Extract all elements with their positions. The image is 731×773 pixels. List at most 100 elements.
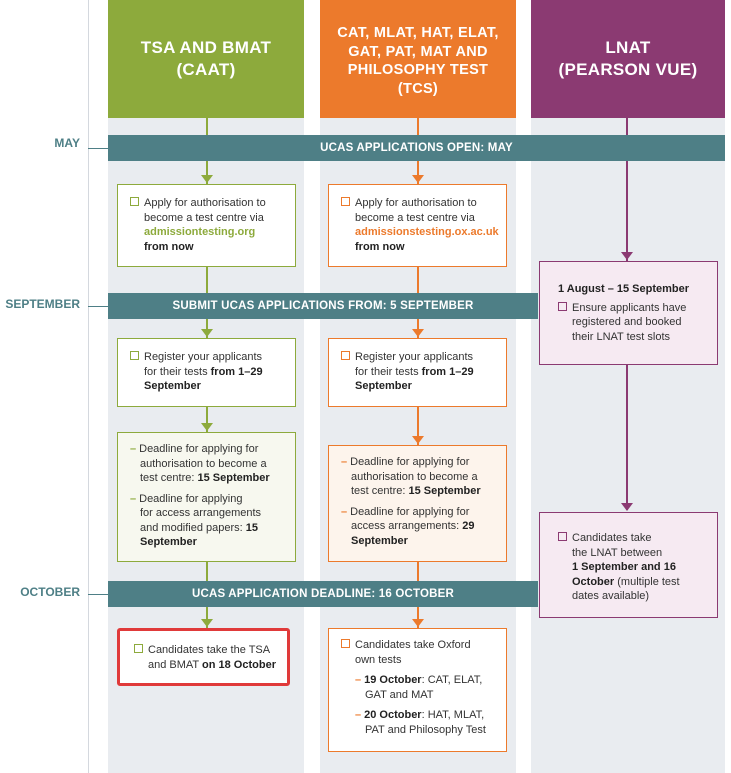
month-september-tick: [88, 306, 108, 307]
caat-box2-line2a: for their tests: [144, 365, 211, 378]
caat-box1-link[interactable]: admissiontesting.org: [144, 226, 256, 238]
caat-box4-line2b: on 18 October: [202, 658, 276, 671]
caat-box3-a3a: test centre:: [140, 472, 198, 484]
header-pearson-line2: (PEARSON VUE): [558, 60, 698, 79]
tcs-box3-a1: Deadline for applying for: [350, 456, 470, 468]
pearson-box1-line2: registered and booked: [572, 316, 682, 328]
timeline-rail: [88, 0, 89, 773]
arrow-tcs-2: [412, 329, 424, 337]
tcs-box3-a3a: test centre:: [351, 485, 409, 497]
arrow-tcs-3: [412, 436, 424, 444]
pearson-box2-line1: Candidates take: [572, 532, 652, 544]
tcs-box1-line1: Apply for authorisation to: [355, 197, 477, 209]
tcs-box4-b1: : HAT, MLAT,: [421, 709, 485, 721]
header-tcs-line3: PHILOSOPHY TEST: [347, 62, 489, 78]
tcs-box4-b1b: 20 October: [364, 709, 422, 721]
tcs-box3-b2: access arrangements:: [351, 520, 463, 532]
checkbox-icon: [130, 197, 139, 206]
checkbox-icon: [134, 644, 143, 653]
tcs-box3-b2b: 29: [462, 520, 475, 532]
header-tcs: CAT, MLAT, HAT, ELAT, GAT, PAT, MAT AND PH…: [320, 0, 516, 118]
caat-box-register: Register your applicants for their tests…: [117, 338, 296, 407]
pearson-box1-line1: Ensure applicants have: [572, 301, 687, 314]
caat-box-candidates: Candidates take the TSA and BMAT on 18 O…: [117, 628, 290, 686]
arrow-caat-4: [201, 619, 213, 627]
caat-box3-b3b: 15: [245, 521, 259, 534]
header-caat-line1: TSA AND BMAT: [140, 38, 272, 57]
checkbox-icon: [130, 351, 139, 360]
caat-box3-a1: Deadline for applying for: [139, 443, 259, 455]
pearson-box2-line3: 1 September and 16: [572, 561, 676, 573]
pearson-box2-line2: the LNAT between: [572, 546, 663, 559]
arrow-pearson-2: [621, 503, 633, 511]
caat-box3-b4: September: [140, 536, 197, 548]
month-may: MAY: [54, 136, 80, 150]
tcs-box2-line2a: for their tests: [355, 365, 422, 378]
header-caat-line2: (CAAT): [176, 60, 236, 79]
caat-box3-b2: for access arrangements: [140, 507, 262, 519]
tcs-box2-line2b: from 1–29: [421, 365, 474, 378]
month-october: OCTOBER: [20, 585, 80, 599]
header-caat: TSA AND BMAT (CAAT): [108, 0, 304, 118]
tcs-box-deadlines: –Deadline for applying for authorisation…: [328, 445, 507, 562]
caat-box2-line3: September: [144, 380, 201, 392]
header-tcs-line2: GAT, PAT, MAT AND: [348, 43, 488, 60]
tcs-box2-line1: Register your applicants: [355, 351, 474, 363]
pearson-box1-line3: their LNAT test slots: [572, 330, 671, 343]
tcs-box-candidates: Candidates take Oxford own tests –19 Oct…: [328, 628, 507, 752]
checkbox-icon: [341, 197, 350, 206]
tcs-box-authorisation: Apply for authorisation to become a test…: [328, 184, 507, 267]
arrow-caat-2: [201, 329, 213, 337]
month-may-tick: [88, 148, 108, 149]
header-pearson-line1: LNAT: [605, 38, 651, 57]
checkbox-icon: [558, 301, 567, 311]
tcs-box4-line2: own tests: [355, 653, 402, 666]
tcs-box4-b2: PAT and Philosophy Test: [365, 723, 486, 736]
checkbox-icon: [558, 532, 567, 541]
pearson-box-candidates: Candidates take the LNAT between 1 Septe…: [539, 512, 718, 618]
checkbox-icon: [341, 639, 350, 648]
tcs-box3-b3: September: [351, 534, 408, 547]
month-september: SEPTEMBER: [5, 297, 80, 311]
pearson-box2-line4b: October: [572, 575, 615, 588]
arrow-caat-1: [201, 175, 213, 183]
tcs-box3-a2: authorisation to become a: [351, 470, 478, 483]
header-tcs-line1: CAT, MLAT, HAT, ELAT,: [337, 25, 499, 41]
tcs-box3-b1: Deadline for applying for: [350, 505, 470, 518]
header-pearson: LNAT (PEARSON VUE): [531, 0, 725, 118]
arrow-pearson-1: [621, 252, 633, 260]
caat-box3-b3a: and modified papers:: [140, 521, 246, 534]
tcs-box3-a3b: 15 September: [408, 485, 481, 497]
arrow-tcs-1: [412, 175, 424, 183]
band-may: UCAS APPLICATIONS OPEN: MAY: [108, 135, 725, 161]
caat-box1-line2: become a test centre via: [144, 211, 264, 224]
pearson-box2-line5: dates available): [572, 590, 650, 602]
tcs-box1-line2: become a test centre via: [355, 211, 475, 224]
tcs-box4-a1b: 19 October: [364, 674, 422, 686]
arrow-caat-3: [201, 423, 213, 431]
caat-box2-line2b: from 1–29: [210, 365, 263, 378]
pearson-box-slots: 1 August – 15 September Ensure applicant…: [539, 261, 718, 365]
pearson-box2-line4: (multiple test: [614, 575, 680, 588]
header-tcs-line4: (TCS): [397, 80, 439, 97]
caat-box-authorisation: Apply for authorisation to become a test…: [117, 184, 296, 267]
tcs-box-register: Register your applicants for their tests…: [328, 338, 507, 407]
caat-box4-line1: Candidates take the TSA: [148, 644, 271, 656]
tcs-box1-line4: from now: [355, 240, 405, 253]
caat-box1-line1: Apply for authorisation to: [144, 197, 266, 209]
tcs-box1-link[interactable]: admissionstesting.ox.ac.uk: [355, 226, 499, 238]
tcs-box2-line3: September: [355, 380, 412, 392]
tcs-box4-a2: GAT and MAT: [365, 688, 434, 701]
pearson-box1-date: 1 August – 15 September: [558, 283, 690, 295]
arrow-tcs-4: [412, 619, 424, 627]
band-october: UCAS APPLICATION DEADLINE: 16 OCTOBER: [108, 581, 538, 607]
caat-box4-line2a: and BMAT: [148, 658, 203, 671]
caat-box3-a2: authorisation to become a: [140, 457, 267, 470]
caat-box3-b1: Deadline for applying: [139, 492, 243, 505]
band-september: SUBMIT UCAS APPLICATIONS FROM: 5 SEPTEMB…: [108, 293, 538, 319]
tcs-box4-a1: : CAT, ELAT,: [421, 674, 483, 686]
tcs-box4-line1: Candidates take Oxford: [355, 639, 471, 651]
caat-box3-a3b: 15 September: [197, 472, 270, 484]
checkbox-icon: [341, 351, 350, 360]
caat-box-deadlines: –Deadline for applying for authorisation…: [117, 432, 296, 562]
